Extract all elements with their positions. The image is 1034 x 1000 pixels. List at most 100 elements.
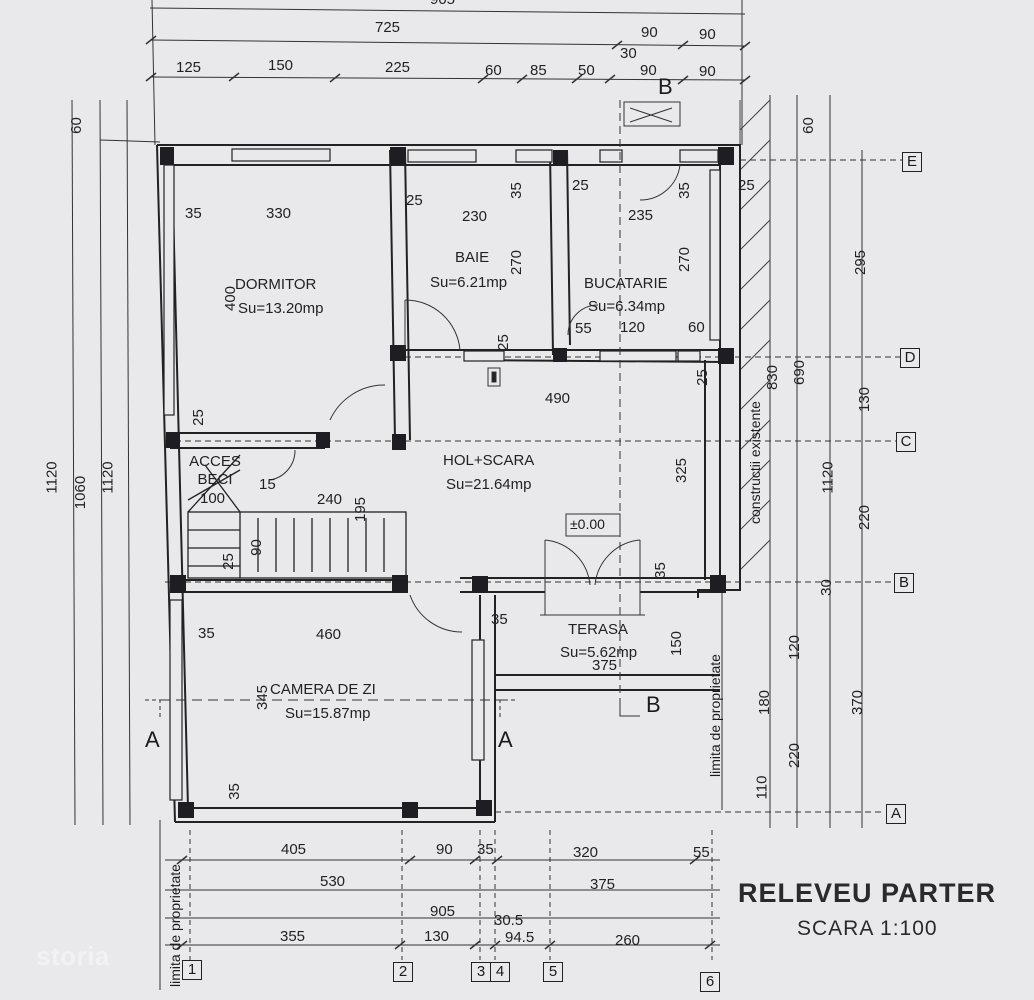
dim-325: 325	[673, 457, 691, 484]
dim-345: 345	[254, 684, 272, 711]
dim-top-150: 150	[268, 57, 294, 74]
dim-left-1060: 1060	[72, 475, 90, 510]
section-label-a-right: A	[498, 727, 513, 752]
axis-label-d: D	[900, 348, 920, 368]
dim-right-370: 370	[849, 689, 867, 716]
dim-35a: 35	[185, 205, 202, 222]
room-name-acces-beci: ACCES BECI	[189, 453, 241, 488]
dim-right-120: 120	[786, 634, 804, 661]
room-name-baie: BAIE	[455, 249, 490, 266]
dim-top-30: 30	[620, 45, 637, 62]
dim-490: 490	[545, 390, 571, 407]
structural-columns	[160, 147, 734, 818]
dim-55: 55	[575, 320, 592, 337]
dim-bottom-405: 405	[281, 841, 307, 858]
dim-25f: 25	[189, 409, 207, 426]
dim-25e: 25	[693, 369, 711, 386]
axis-label-e: E	[902, 152, 922, 172]
dim-bottom-90: 90	[436, 841, 453, 858]
brand-watermark: storia	[36, 941, 110, 971]
dim-235: 235	[628, 207, 654, 224]
dim-top-overall: 905	[430, 0, 455, 7]
axis-label-2: 2	[393, 962, 413, 982]
dim-240: 240	[317, 491, 343, 508]
dim-bottom-530: 530	[320, 873, 346, 890]
dim-right-1120: 1120	[819, 461, 837, 494]
note-property-limit-left: limita de proprietate	[167, 864, 183, 987]
dim-400: 400	[222, 285, 240, 312]
room-area-camera-de-zi: Su=15.87mp	[285, 705, 371, 722]
dim-bottom-320: 320	[573, 844, 599, 861]
dim-100: 100	[200, 490, 226, 507]
level-mark: ±0.00	[570, 516, 605, 532]
dim-top-90d: 90	[699, 63, 716, 80]
dim-25c: 25	[738, 177, 755, 194]
room-area-bucatarie: Su=6.34mp	[588, 298, 666, 315]
section-label-a-left: A	[145, 727, 160, 752]
dim-35b: 35	[507, 182, 525, 199]
dimension-lines	[71, 0, 905, 990]
dim-60: 60	[688, 319, 705, 336]
axis-label-6: 6	[700, 972, 720, 992]
dim-25b: 25	[572, 177, 589, 194]
dim-120: 120	[620, 319, 646, 336]
dim-right-60: 60	[799, 117, 817, 134]
room-name-terasa: TERASA	[568, 621, 629, 638]
dim-195: 195	[352, 496, 370, 523]
dim-top-225: 225	[385, 59, 411, 76]
staircase	[187, 454, 407, 579]
dim-right-295: 295	[852, 249, 870, 276]
note-property-limit-right: limita de proprietate	[707, 654, 723, 777]
note-existing-constructions: constructii existente	[747, 401, 763, 524]
dim-35d: 35	[651, 562, 669, 579]
room-area-baie: Su=6.21mp	[430, 274, 508, 291]
axis-label-1: 1	[182, 960, 202, 980]
room-area-hol-scara: Su=21.64mp	[446, 476, 532, 493]
room-name-bucatarie: BUCATARIE	[584, 275, 668, 292]
dim-375-terasa: 375	[592, 657, 618, 674]
dim-25g: 25	[219, 553, 237, 570]
dim-right-110: 110	[753, 775, 771, 800]
axis-label-4: 4	[490, 962, 510, 982]
dim-right-130: 130	[856, 386, 874, 413]
axis-label-c: C	[896, 432, 916, 452]
dim-right-220b: 220	[856, 504, 874, 531]
dim-right-220: 220	[786, 742, 804, 769]
dim-460: 460	[316, 626, 342, 643]
dim-left-1120a: 1120	[43, 461, 61, 494]
dim-35f-left: 35	[198, 625, 215, 642]
dim-90: 90	[247, 539, 265, 556]
axis-label-5: 5	[543, 962, 563, 982]
dim-270b: 270	[676, 246, 694, 273]
dim-bottom-375: 375	[590, 876, 616, 893]
room-name-dormitor: DORMITOR	[235, 276, 317, 293]
dim-150: 150	[668, 630, 686, 657]
dim-bottom-94-5: 94.5	[505, 929, 535, 946]
drawing-scale: SCARA 1:100	[797, 917, 938, 940]
section-markers	[145, 100, 681, 720]
section-label-b-top: B	[658, 74, 673, 99]
dim-right-830: 830	[764, 364, 782, 391]
section-label-b-bottom: B	[646, 692, 661, 717]
dim-top-90c: 90	[640, 62, 657, 79]
room-name-camera-de-zi: CAMERA DE ZI	[270, 681, 376, 698]
dim-top-725: 725	[375, 19, 401, 36]
dim-230: 230	[462, 208, 488, 225]
dim-top-60: 60	[485, 62, 502, 79]
dim-bottom-35: 35	[477, 841, 494, 858]
axis-label-b: B	[894, 573, 914, 593]
axis-label-3: 3	[471, 962, 491, 982]
dim-top-90b: 90	[699, 26, 716, 43]
dim-left-1120b: 1120	[99, 461, 117, 494]
dim-bottom-355: 355	[280, 928, 306, 945]
room-area-dormitor: Su=13.20mp	[238, 300, 324, 317]
dim-right-180: 180	[756, 689, 774, 716]
dim-35f: 35	[225, 783, 243, 800]
dim-330: 330	[266, 205, 292, 222]
dim-right-30: 30	[817, 579, 835, 596]
dim-15: 15	[259, 476, 276, 493]
dim-25a: 25	[406, 192, 423, 209]
dim-270a: 270	[508, 249, 526, 276]
dim-left-60: 60	[67, 117, 85, 134]
